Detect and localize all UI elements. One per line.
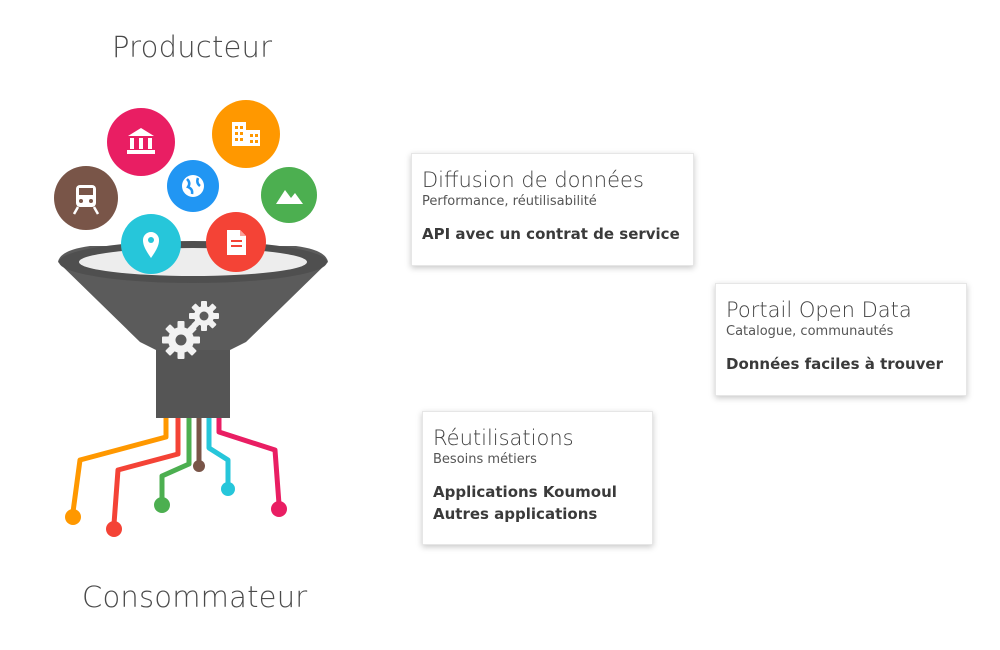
train-icon <box>54 166 118 230</box>
card-subtitle: Performance, réutilisabilité <box>422 194 597 209</box>
wire-red <box>111 415 181 527</box>
bank-icon <box>107 108 175 176</box>
card-highlight: Données faciles à trouver <box>726 355 944 373</box>
wire-terminals <box>65 460 287 537</box>
wire-orange <box>70 415 169 515</box>
wire-pink <box>216 415 282 507</box>
building-icon <box>212 100 280 168</box>
card-subtitle: Besoins métiers <box>433 452 537 467</box>
card-highlight: Autres applications <box>433 505 598 523</box>
card-title: Réutilisations <box>433 426 574 450</box>
landscape-icon <box>261 167 317 223</box>
consumer-label: Consommateur <box>82 580 308 614</box>
globe-icon <box>167 160 219 212</box>
card-reutilisations: Réutilisations Besoins métiers Applicati… <box>422 411 653 545</box>
producer-label: Producteur <box>112 30 273 64</box>
card-highlight: Applications Koumoul <box>433 483 617 501</box>
document-icon <box>206 212 266 272</box>
card-highlight: API avec un contrat de service <box>422 225 680 243</box>
card-title: Portail Open Data <box>726 298 912 322</box>
consumer-wires <box>70 415 282 527</box>
gears-icon <box>162 301 219 359</box>
card-subtitle: Catalogue, communautés <box>726 324 894 339</box>
data-funnel-illustration <box>54 100 328 537</box>
card-title: Diffusion de données <box>422 168 644 192</box>
card-portail: Portail Open Data Catalogue, communautés… <box>715 283 967 396</box>
card-diffusion: Diffusion de données Performance, réutil… <box>411 153 694 266</box>
wire-green <box>159 415 192 503</box>
location-pin-icon <box>121 214 181 274</box>
wire-cyan <box>206 415 231 487</box>
